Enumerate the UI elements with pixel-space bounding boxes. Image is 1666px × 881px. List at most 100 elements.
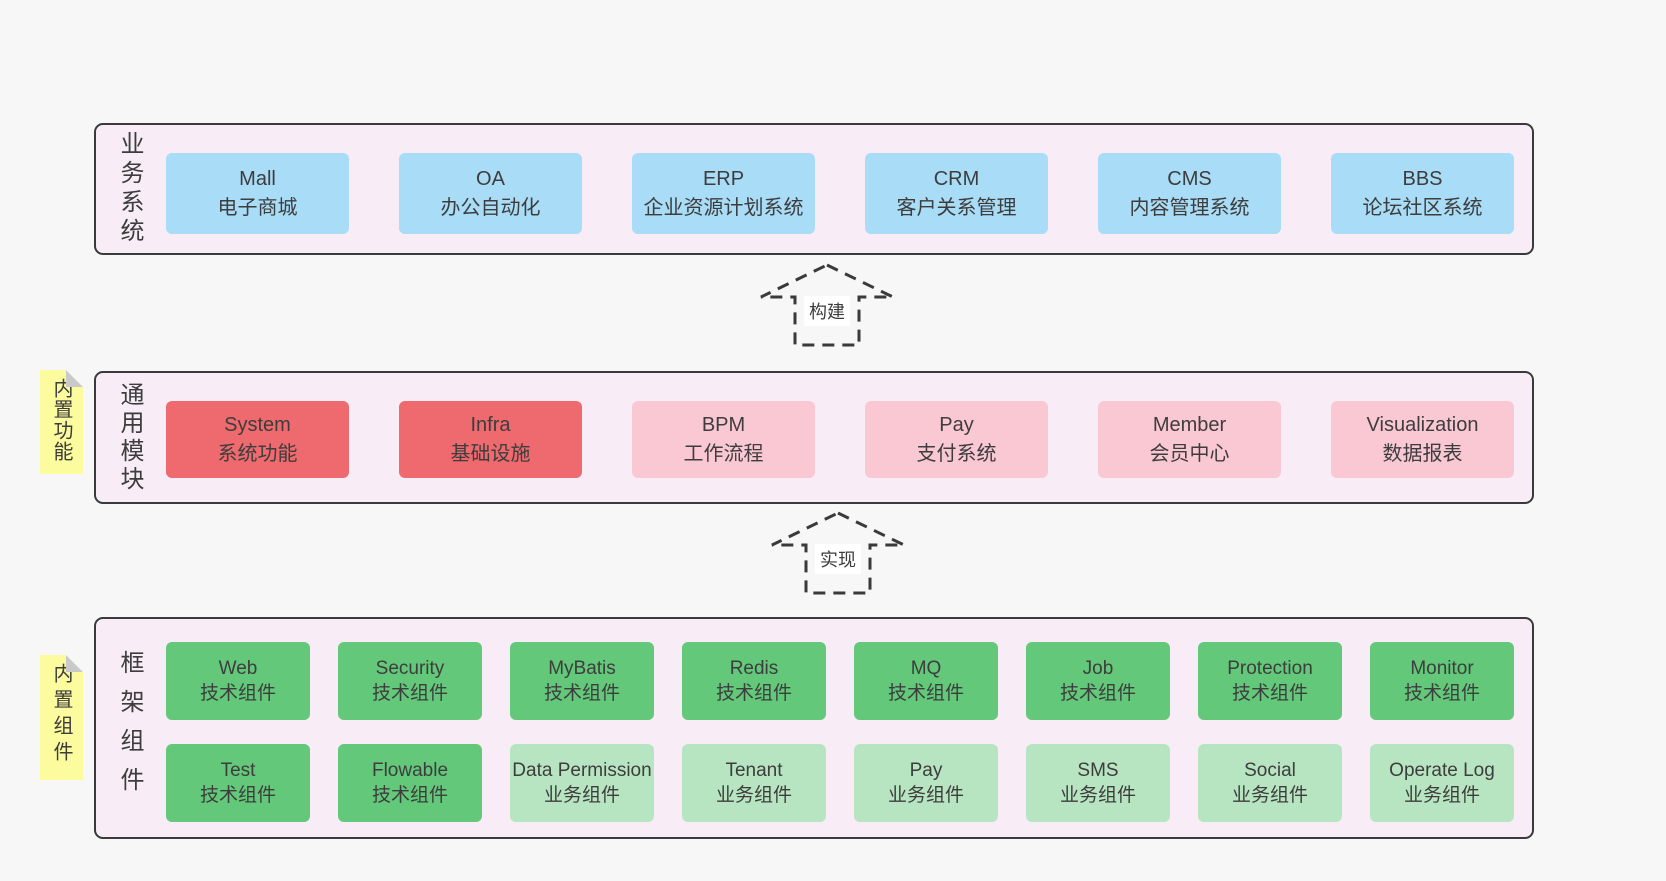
box-title: Mall [239, 167, 276, 190]
box-title: Operate Log [1389, 759, 1495, 781]
box-subtitle: 技术组件 [1403, 683, 1480, 704]
layer-label: 业务系统 [116, 131, 143, 247]
arrow-build: 构建 [759, 262, 895, 348]
box-subtitle: 技术组件 [199, 785, 276, 806]
box-subtitle: 技术组件 [715, 683, 792, 704]
box-title: Web [218, 657, 258, 679]
box-job: Job 技术组件 [1026, 642, 1170, 720]
box-title: Pay [939, 413, 974, 436]
box-tenant: Tenant 业务组件 [682, 744, 826, 822]
box-subtitle: 客户关系管理 [896, 196, 1017, 219]
box-subtitle: 业务组件 [543, 785, 620, 806]
box-mybatis: MyBatis 技术组件 [510, 642, 654, 720]
box-title: Flowable [371, 759, 449, 781]
box-subtitle: 论坛社区系统 [1362, 196, 1483, 219]
arrow-label: 实现 [815, 544, 861, 574]
box-subtitle: 业务组件 [715, 785, 792, 806]
box-cms: CMS 内容管理系统 [1098, 153, 1281, 234]
sticky-note-builtin-components: 内置组件 [40, 655, 83, 780]
layer-label: 框架组件 [116, 650, 143, 806]
box-title: ERP [702, 167, 745, 190]
box-pay: Pay 业务组件 [854, 744, 998, 822]
box-subtitle: 业务组件 [1231, 785, 1308, 806]
box-flowable: Flowable 技术组件 [338, 744, 482, 822]
box-title: Member [1152, 413, 1227, 436]
box-title: MyBatis [548, 657, 616, 679]
box-oa: OA 办公自动化 [399, 153, 582, 234]
box-system: System 系统功能 [166, 401, 349, 478]
box-subtitle: 内容管理系统 [1129, 196, 1250, 219]
box-subtitle: 基础设施 [450, 442, 531, 465]
box-crm: CRM 客户关系管理 [865, 153, 1048, 234]
box-subtitle: 技术组件 [887, 683, 964, 704]
box-subtitle: 技术组件 [1059, 683, 1136, 704]
box-subtitle: 企业资源计划系统 [643, 196, 804, 219]
box-subtitle: 支付系统 [916, 442, 997, 465]
box-title: OA [476, 167, 505, 190]
box-subtitle: 数据报表 [1382, 442, 1463, 465]
box-title: SMS [1077, 759, 1119, 781]
box-subtitle: 技术组件 [371, 683, 448, 704]
box-title: Pay [909, 759, 943, 781]
arrow-implement: 实现 [770, 510, 906, 596]
box-social: Social 业务组件 [1198, 744, 1342, 822]
box-subtitle: 业务组件 [887, 785, 964, 806]
box-title: BPM [701, 413, 746, 436]
box-title: BBS [1402, 167, 1443, 190]
box-title: CRM [933, 167, 980, 190]
box-title: Test [220, 759, 256, 781]
layer-common-modules: 通用模块 System 系统功能 Infra 基础设施 BPM 工作流程 Pay 支付系统 Me… [94, 371, 1534, 504]
box-subtitle: 系统功能 [217, 442, 298, 465]
box-subtitle: 业务组件 [1403, 785, 1480, 806]
box-bbs: BBS 论坛社区系统 [1331, 153, 1514, 234]
sticky-note-label: 内置组件 [50, 663, 72, 767]
box-bpm: BPM 工作流程 [632, 401, 815, 478]
box-title: Data Permission [512, 759, 652, 781]
box-title: Security [375, 657, 445, 679]
box-title: Monitor [1410, 657, 1474, 679]
box-title: Social [1244, 759, 1296, 781]
box-visualization: Visualization 数据报表 [1331, 401, 1514, 478]
sticky-note-builtin-features: 内置功能 [40, 370, 83, 474]
dashed-up-arrow-icon [760, 263, 894, 347]
box-test: Test 技术组件 [166, 744, 310, 822]
box-title: MQ [910, 657, 942, 679]
box-title: Protection [1227, 657, 1313, 679]
box-title: System [224, 413, 291, 436]
box-row: Mall 电子商城 OA 办公自动化 ERP 企业资源计划系统 CRM 客户关系管理 CMS 内容… [148, 153, 1532, 234]
box-subtitle: 技术组件 [371, 785, 448, 806]
layer-business-systems: 业务系统 Mall 电子商城 OA 办公自动化 ERP 企业资源计划系统 CRM 客户关系管理… [94, 123, 1534, 255]
box-mall: Mall 电子商城 [166, 153, 349, 234]
layer-label: 通用模块 [116, 381, 143, 494]
box-monitor: Monitor 技术组件 [1370, 642, 1514, 720]
box-infra: Infra 基础设施 [399, 401, 582, 478]
box-title: Job [1082, 657, 1114, 679]
box-subtitle: 业务组件 [1059, 785, 1136, 806]
box-sms: SMS 业务组件 [1026, 744, 1170, 822]
box-subtitle: 技术组件 [199, 683, 276, 704]
arrow-label: 构建 [804, 296, 850, 326]
box-title: Infra [470, 413, 511, 436]
dashed-up-arrow-icon [771, 511, 905, 595]
box-operate-log: Operate Log 业务组件 [1370, 744, 1514, 822]
box-protection: Protection 技术组件 [1198, 642, 1342, 720]
box-erp: ERP 企业资源计划系统 [632, 153, 815, 234]
box-data-permission: Data Permission 业务组件 [510, 744, 654, 822]
sticky-note-label: 内置功能 [50, 378, 72, 462]
box-subtitle: 工作流程 [683, 442, 764, 465]
box-title: CMS [1167, 167, 1212, 190]
box-subtitle: 技术组件 [543, 683, 620, 704]
box-title: Visualization [1366, 413, 1479, 436]
box-subtitle: 电子商城 [217, 196, 298, 219]
box-title: Tenant [725, 759, 783, 781]
box-subtitle: 办公自动化 [440, 196, 541, 219]
box-pay: Pay 支付系统 [865, 401, 1048, 478]
box-web: Web 技术组件 [166, 642, 310, 720]
box-subtitle: 技术组件 [1231, 683, 1308, 704]
